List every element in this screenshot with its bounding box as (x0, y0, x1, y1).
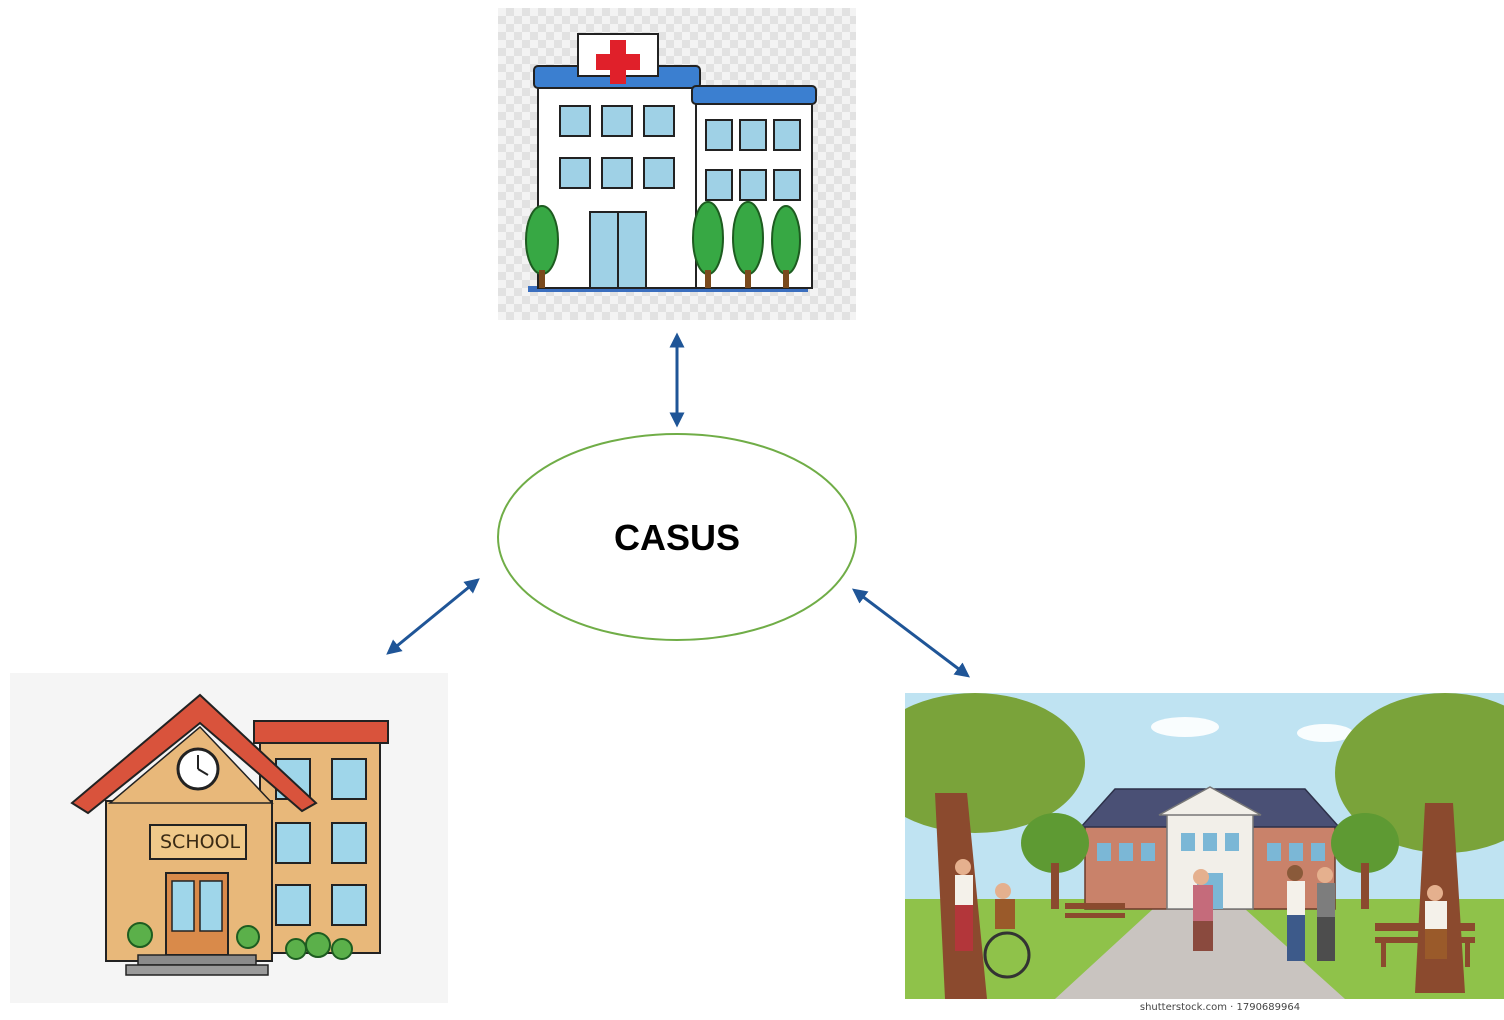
arrow-carehome-casus (852, 588, 970, 678)
arrow-school-casus (386, 578, 480, 655)
casus-label: CASUS (613, 517, 741, 558)
stock-watermark: shutterstock.com · 1790689964 (1139, 1002, 1301, 1013)
casus-ellipse (497, 433, 857, 641)
hospital-illustration (498, 8, 856, 320)
school-sign: SCHOOL (160, 831, 241, 853)
school-illustration: SCHOOL (10, 673, 448, 1003)
care-home-illustration (905, 693, 1504, 999)
